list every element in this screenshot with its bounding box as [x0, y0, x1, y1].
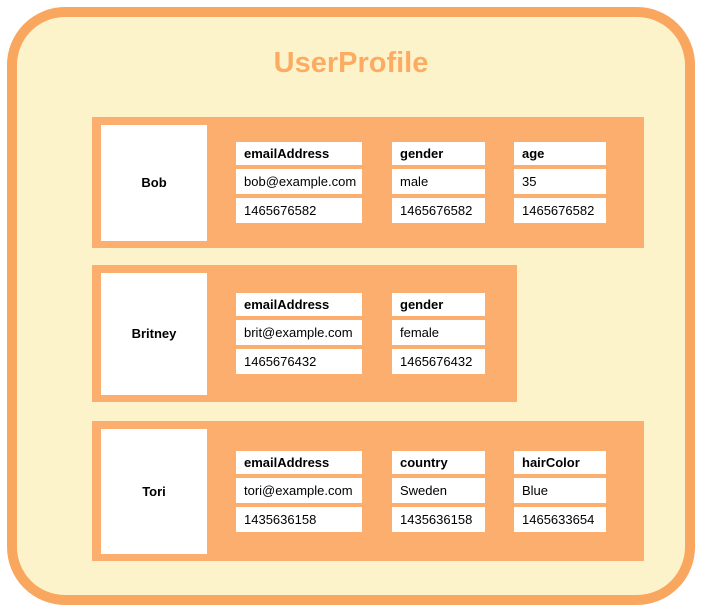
column-name-cell: age	[514, 142, 606, 165]
column-timestamp-cell: 1465676582	[514, 198, 606, 223]
column-timestamp-cell: 1465633654	[514, 506, 606, 532]
row-bob: Bob emailAddress bob@example.com 1465676…	[92, 117, 644, 248]
column-name-cell: emailAddress	[236, 142, 362, 165]
diagram-title: UserProfile	[273, 47, 429, 79]
column-britney-gender: gender female 1465676432	[392, 293, 485, 374]
column-timestamp-cell: 1435636158	[392, 506, 485, 532]
column-value-cell: 35	[514, 169, 606, 194]
column-value-cell: male	[392, 169, 485, 194]
column-name-cell: country	[392, 450, 485, 474]
column-bob-age: age 35 1465676582	[514, 142, 606, 223]
column-value-cell: Sweden	[392, 477, 485, 503]
column-name-cell: hairColor	[514, 450, 606, 474]
row-key-cell: Tori	[101, 428, 207, 554]
column-britney-emailaddress: emailAddress brit@example.com 1465676432	[236, 293, 362, 374]
row-britney: Britney emailAddress brit@example.com 14…	[92, 265, 517, 402]
column-timestamp-cell: 1435636158	[236, 506, 362, 532]
column-tori-haircolor: hairColor Blue 1465633654	[514, 450, 606, 532]
column-name-cell: emailAddress	[236, 293, 362, 316]
column-value-cell: Blue	[514, 477, 606, 503]
column-value-cell: tori@example.com	[236, 477, 362, 503]
column-timestamp-cell: 1465676582	[236, 198, 362, 223]
row-tori: Tori emailAddress tori@example.com 14356…	[92, 421, 644, 561]
column-name-cell: gender	[392, 142, 485, 165]
userprofile-column-family-container: UserProfile Bob emailAddress bob@example…	[7, 7, 695, 605]
row-key-cell: Britney	[101, 272, 207, 395]
row-key-cell: Bob	[101, 124, 207, 241]
column-value-cell: brit@example.com	[236, 320, 362, 345]
column-tori-emailaddress: emailAddress tori@example.com 1435636158	[236, 450, 362, 532]
column-bob-emailaddress: emailAddress bob@example.com 1465676582	[236, 142, 362, 223]
column-value-cell: female	[392, 320, 485, 345]
column-timestamp-cell: 1465676432	[392, 349, 485, 374]
column-value-cell: bob@example.com	[236, 169, 362, 194]
column-timestamp-cell: 1465676432	[236, 349, 362, 374]
column-name-cell: gender	[392, 293, 485, 316]
column-name-cell: emailAddress	[236, 450, 362, 474]
column-tori-country: country Sweden 1435636158	[392, 450, 485, 532]
column-bob-gender: gender male 1465676582	[392, 142, 485, 223]
column-timestamp-cell: 1465676582	[392, 198, 485, 223]
